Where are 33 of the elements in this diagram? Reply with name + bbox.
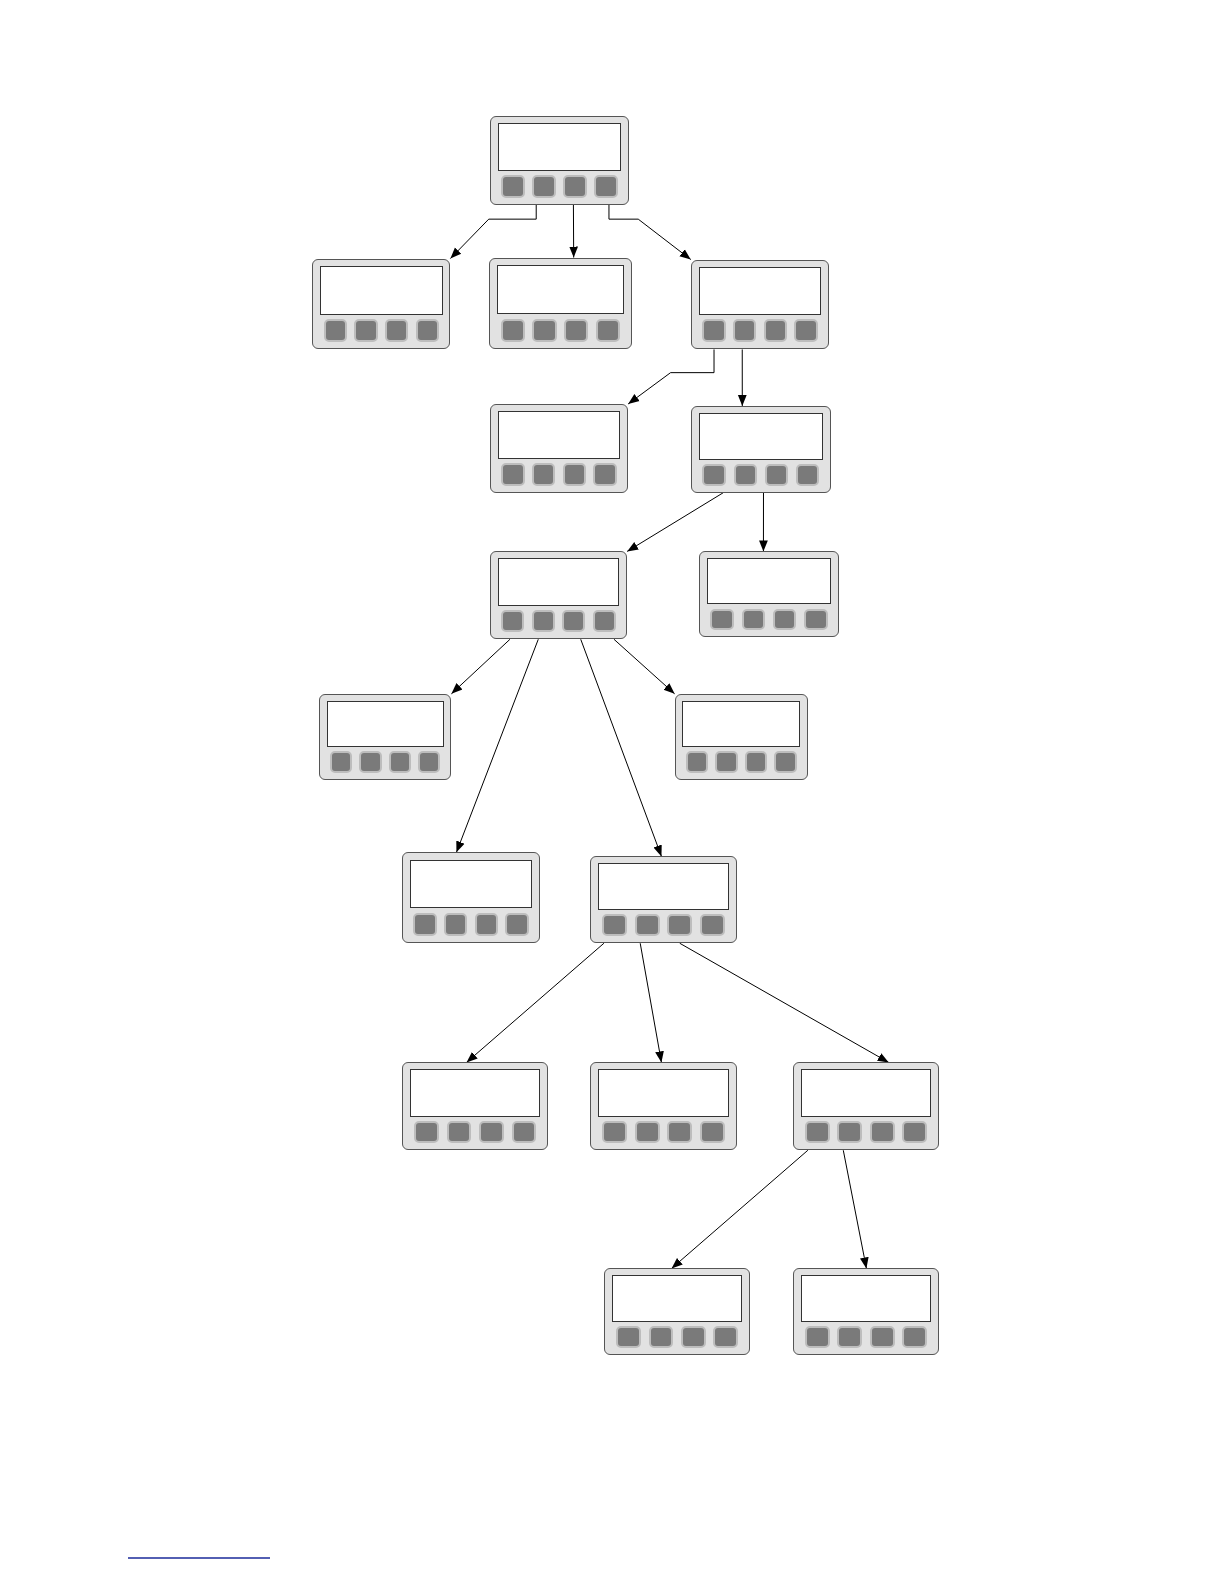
arrow — [613, 638, 676, 695]
arrow — [580, 638, 662, 857]
arrow — [569, 204, 579, 258]
device-panel-drawing — [674, 693, 808, 780]
device-panel-drawing — [589, 1062, 738, 1151]
device-panel-drawing — [690, 405, 832, 493]
arrow — [626, 492, 724, 552]
arrow — [737, 348, 747, 407]
arrow — [627, 348, 715, 405]
device-panel-drawing — [589, 856, 738, 944]
arrow — [679, 942, 890, 1063]
device-panel-drawing — [698, 551, 840, 638]
arrow — [608, 204, 692, 261]
arrow — [455, 638, 539, 853]
arrow — [842, 1149, 869, 1269]
device-panel-drawing — [489, 551, 628, 640]
device-panel-drawing — [319, 693, 452, 780]
device-panel-drawing — [312, 258, 451, 350]
device-panel-drawing — [792, 1062, 940, 1151]
device-panel-drawing — [401, 852, 541, 944]
device-panel-drawing — [401, 1062, 549, 1151]
device-panel-drawing — [603, 1268, 751, 1356]
arrow — [466, 942, 605, 1063]
arrow — [759, 492, 768, 552]
device-panel-drawing — [488, 257, 633, 350]
arrow — [671, 1149, 809, 1269]
device-panel-drawing — [489, 116, 630, 205]
arrow — [639, 942, 664, 1063]
arrow — [450, 638, 511, 695]
device-panel-drawing — [489, 403, 629, 493]
device-panel-drawing — [792, 1268, 940, 1356]
arrow — [449, 204, 537, 260]
device-panel-drawing — [690, 259, 830, 350]
